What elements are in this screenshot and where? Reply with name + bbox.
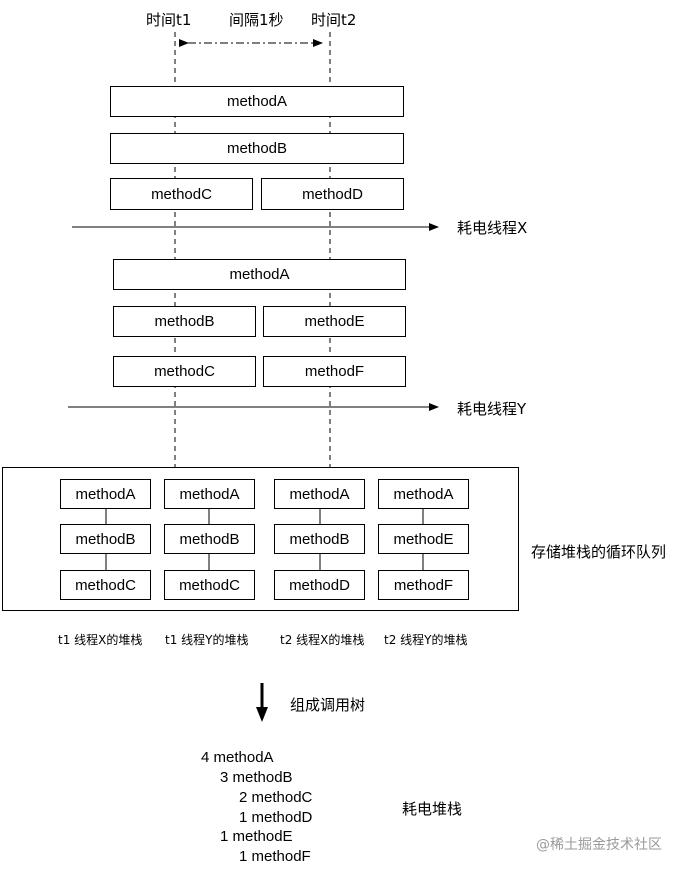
time-t1-label: 时间t1 [146,11,192,29]
stack-caption: t2 线程X的堆栈 [280,633,365,647]
stack-caption: t2 线程Y的堆栈 [384,633,468,647]
method-box: methodD [261,178,404,210]
watermark: @稀土掘金技术社区 [536,837,662,853]
queue-container [2,467,519,611]
compose-arrow-head [256,707,268,722]
stack-frame: methodA [378,479,469,509]
method-box: methodC [113,356,256,387]
method-box: methodC [110,178,253,210]
tree-line: 4 methodA [201,749,274,766]
tree-line: 1 methodE [220,828,293,845]
stack-frame: methodF [378,570,469,600]
stack-frame: methodB [164,524,255,554]
stack-frame: methodB [60,524,151,554]
queue-label: 存储堆栈的循环队列 [531,543,667,561]
stack-frame: methodC [60,570,151,600]
stack-frame: methodB [274,524,365,554]
stack-frame: methodA [164,479,255,509]
tree-line: 2 methodC [239,789,313,806]
thread-x-label: 耗电线程X [457,219,528,237]
compose-label: 组成调用树 [290,696,366,714]
stack-caption: t1 线程Y的堆栈 [165,633,249,647]
tree-label: 耗电堆栈 [402,800,463,818]
method-box: methodB [110,133,404,164]
tree-line: 1 methodF [239,848,311,865]
method-box: methodA [110,86,404,117]
method-box: methodA [113,259,406,290]
stack-caption: t1 线程X的堆栈 [58,633,143,647]
stack-frame: methodD [274,570,365,600]
method-box: methodB [113,306,256,337]
thread-y-label: 耗电线程Y [457,400,527,418]
time-t2-label: 时间t2 [311,11,357,29]
interval-label: 间隔1秒 [229,11,284,29]
stack-frame: methodE [378,524,469,554]
method-box: methodF [263,356,406,387]
method-box: methodE [263,306,406,337]
stack-frame: methodC [164,570,255,600]
tree-line: 3 methodB [220,769,293,786]
stack-frame: methodA [60,479,151,509]
tree-line: 1 methodD [239,809,313,826]
stack-frame: methodA [274,479,365,509]
